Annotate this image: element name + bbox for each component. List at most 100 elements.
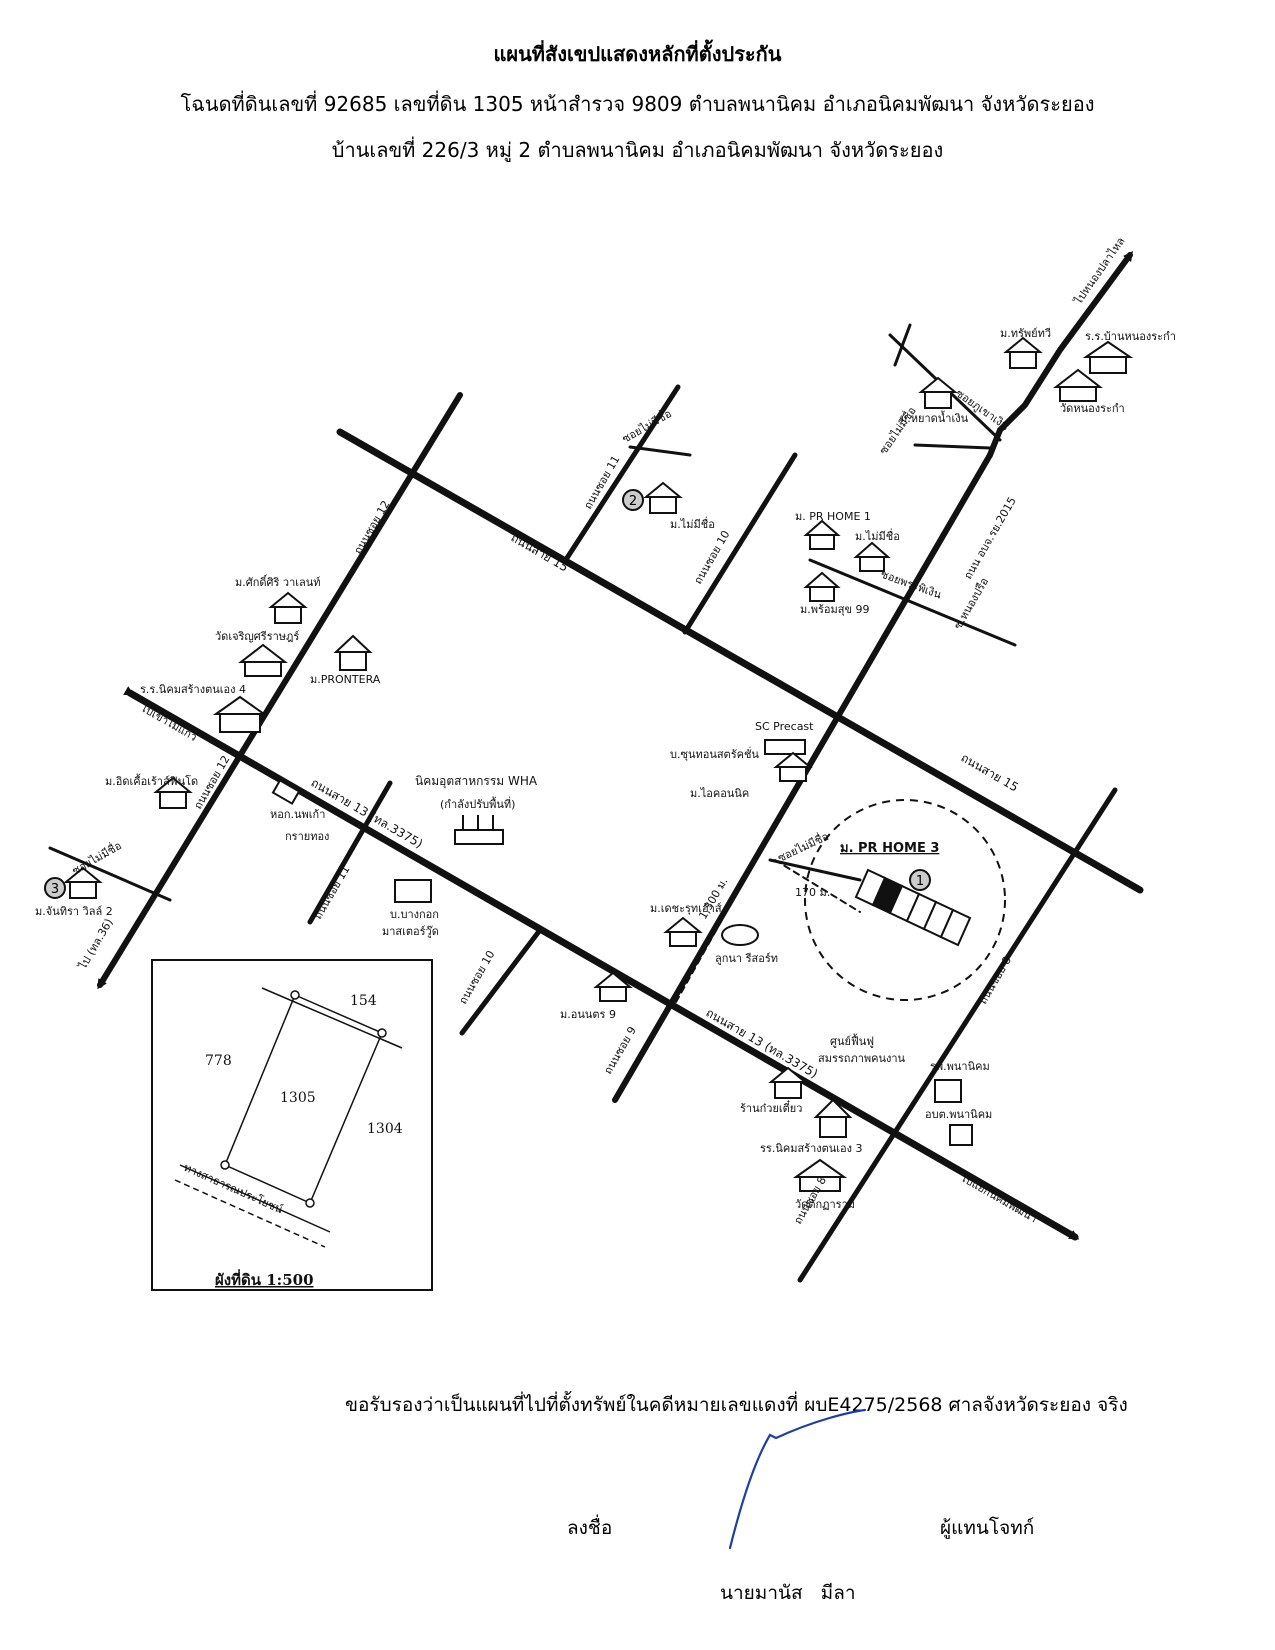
page-title: แผนที่สังเขปแสดงหลักที่ตั้งประกัน (493, 42, 782, 66)
house-icon (918, 376, 958, 409)
marker-3-label: 3 (51, 882, 59, 897)
label-noodle: ร้านก๋วยเตี๋ยว (740, 1099, 802, 1115)
factory-icon (764, 739, 806, 755)
label-road-soi-phaya: ซอยภูเขาเงิน (953, 387, 1012, 433)
house-icon (853, 541, 891, 572)
house-icon (593, 971, 633, 1002)
label-sc-precast: SC Precast (755, 720, 814, 733)
label-to-khao-mai-kaew: ไปเขาไม้แก้ว (138, 701, 200, 744)
marker-2: 2 (622, 489, 644, 511)
label-bangkok-master: บ.บางกอก (390, 908, 439, 921)
marker-1-label: 1 (916, 874, 924, 889)
plan-label-north: 154 (350, 993, 377, 1009)
road-fork-b (913, 443, 992, 450)
land-plan-inset: 154 778 1305 1304 ทางสาธารณประโยชน์ ผังท… (151, 959, 433, 1291)
road-soi-11-north (564, 384, 681, 561)
temple-icon (238, 643, 288, 677)
road-unnamed-2 (628, 445, 692, 457)
label-hospital: รพ.พนานิคม (930, 1060, 990, 1073)
road-unnamed-pr3 (768, 858, 862, 882)
label-road-soi-8: ถนนซอย 8 (976, 954, 1014, 1006)
label-wat-takuran: วัดตักฏาราม (795, 1198, 855, 1211)
label-road-soi-nongpro: ซ.หนองปรือ (951, 575, 991, 631)
label-mai-mi-chue: ม.ไม่มีชื่อ (670, 516, 715, 531)
road-soi-ananda (808, 558, 1017, 647)
label-bangkok-master-2: มาสเตอร์วู๊ด (382, 925, 439, 938)
temple-icon (792, 1158, 848, 1192)
label-road-soi-ananda: ซอยพระพิเงิน (879, 568, 944, 602)
road-soi-11-south (307, 780, 393, 925)
school-icon (212, 695, 268, 733)
distance-dashed-170 (774, 859, 861, 913)
shop-icon (768, 1066, 808, 1099)
address-line: บ้านเลขที่ 226/3 หมู่ 2 ตำบลพนานิคม อำเภ… (331, 138, 944, 162)
label-daecha: ม.เดชะรุทเฮ้าส์ (650, 902, 722, 915)
factory-icon (394, 879, 432, 903)
label-lukna-resort: ลูกนา รีสอร์ท (715, 952, 778, 965)
plan-label-east: 1304 (367, 1121, 403, 1137)
label-sak-siri: ม.ศักดิ์ศิริ วาเลนท์ (235, 574, 321, 589)
house-icon (271, 779, 301, 805)
label-prontera: ม.PRONTERA (310, 673, 381, 686)
label-road-sai-15: ถนนสาย 15 (509, 530, 571, 574)
label-wat-nong-rakam: วัดหนองระกำ (1060, 402, 1125, 415)
label-chanthira: ม.จันทิรา วิลล์ 2 (35, 905, 113, 918)
plan-label-west: 778 (205, 1053, 232, 1069)
label-it-khue: ม.อิดเคื้อเร้าส์ฟินโด (105, 773, 198, 788)
office-icon (949, 1124, 973, 1146)
house-icon (803, 571, 841, 602)
house-icon (643, 481, 683, 514)
road-soi-8 (797, 787, 1118, 1283)
sign-label: ลงชื่อ (567, 1517, 613, 1539)
house-icon (1003, 336, 1043, 369)
resort-icon (721, 924, 759, 946)
label-iconic: ม.ไอคอนนิค (690, 787, 749, 800)
label-yad-nam-ngoen: ม.หยาดน้ำเงิน (900, 410, 969, 425)
label-to-nikom-phatthana: ไปแยกนิคมพัฒนา (958, 1171, 1040, 1226)
house-icon (663, 916, 703, 947)
certification-text: ขอรับรองว่าเป็นแผนที่ไปที่ตั้งทรัพย์ในคด… (345, 1394, 1128, 1416)
factory-icon (454, 815, 504, 845)
plan-label-parcel: 1305 (280, 1090, 316, 1106)
label-road-rayong-2015: ถนน อบจ.รย.2015 (961, 495, 1019, 582)
school-icon (813, 1098, 853, 1138)
signer-name: นายมานัส มีลา (720, 1582, 856, 1604)
school-icon (1082, 340, 1134, 374)
label-wha: นิคมอุตสาหกรรม WHA (415, 774, 538, 789)
target-area-circle (804, 799, 1006, 1001)
hospital-icon (934, 1079, 962, 1103)
marker-3: 3 (44, 877, 66, 899)
label-rehab: ศูนย์ฟื้นฟู (830, 1033, 874, 1048)
road-unnamed-3 (48, 846, 172, 902)
label-road-soi-12: ถนนซอย 12 (351, 498, 392, 556)
distance-dashed-1300 (675, 851, 761, 1003)
label-sap-thawi: ม.ทรัพย์ทวี (1000, 327, 1051, 340)
label-dormitory: หอก.นพเก้า (270, 808, 325, 821)
house-icon (333, 634, 373, 671)
label-road-sai-13-b: ถนนสาย 13 (ทล.3375) (704, 1005, 821, 1080)
label-wha-sub: (กำลังปรับพื้นที่) (440, 796, 515, 811)
label-sun-thon: บ.ซุนทอนสตรัคชั่น (670, 746, 759, 761)
house-icon (268, 591, 308, 624)
label-phrom-suk: ม.พร้อมสุข 99 (800, 603, 870, 616)
label-road-unnamed-1: ซอยไม่มีชื่อ (875, 403, 919, 456)
temple-icon (1053, 368, 1103, 402)
house-icon (803, 519, 841, 550)
house-icon (153, 776, 193, 809)
road-soi-10-south (459, 927, 543, 1036)
road-soi-12 (97, 392, 463, 990)
label-road-soi-11-b: ถนนซอย 11 (311, 863, 352, 921)
label-pr-home-1: ม. PR HOME 1 (795, 510, 871, 523)
representative-label: ผู้แทนโจทก์ (940, 1517, 1035, 1539)
label-road-unnamed-3: ซอยไม่มีชื่อ (69, 837, 124, 877)
label-anunyanakorn: ม.อนนตร 9 (560, 1008, 616, 1021)
label-obt: อบต.พนานิคม (925, 1108, 992, 1121)
house-icon (773, 751, 813, 782)
label-pr-home-3: ม. PR HOME 3 (840, 841, 939, 856)
label-road-unnamed-pr3: ซอยไม่มีชื่อ (775, 828, 831, 865)
label-dist-170: 170 ม. (795, 886, 830, 899)
house-icon (63, 866, 103, 899)
label-ban-nong-rakam: ร.ร.บ้านหนองระกำ (1085, 330, 1176, 343)
road-soi-10-north (682, 452, 798, 635)
